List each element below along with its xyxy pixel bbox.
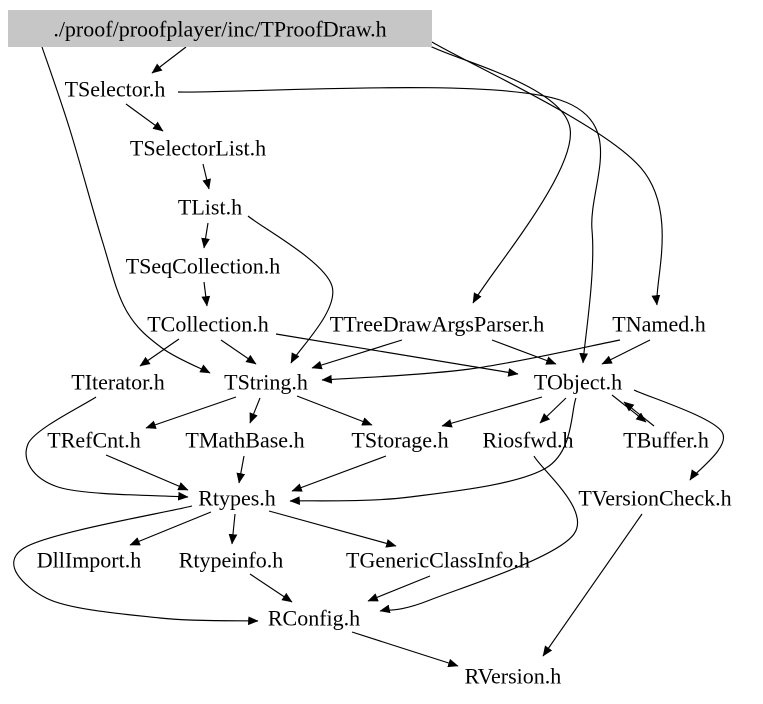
node-trefcnt[interactable]: TRefCnt.h xyxy=(47,428,141,453)
node-label-rversion: RVersion.h xyxy=(465,664,562,689)
node-label-tlist: TList.h xyxy=(178,195,242,220)
edge-tnamed-to-tstring xyxy=(321,339,621,384)
edge-tselectorlist-to-tlist xyxy=(202,163,211,190)
edge-tstring-to-trefcnt xyxy=(145,396,237,429)
edge-tstring-to-tmathbase xyxy=(249,397,261,424)
node-tnamed[interactable]: TNamed.h xyxy=(612,312,705,337)
node-rtypeinfo[interactable]: Rtypeinfo.h xyxy=(179,548,284,573)
edge-rtypes-to-dllimport xyxy=(129,511,212,546)
node-tcollection[interactable]: TCollection.h xyxy=(147,312,269,337)
edge-tobject-to-tstorage xyxy=(441,396,543,428)
edge-tobject-to-tversioncheck xyxy=(633,389,725,481)
edge-tproofdraw-to-tselector xyxy=(151,46,187,74)
node-label-riosfwd: Riosfwd.h xyxy=(482,428,573,453)
node-titerator[interactable]: TIterator.h xyxy=(71,370,164,395)
edge-rconfig-to-rversion xyxy=(351,631,459,668)
edge-tstorage-to-rtypes xyxy=(291,455,387,492)
edge-rtypes-to-rconfig xyxy=(13,505,259,626)
node-tstring[interactable]: TString.h xyxy=(224,370,308,395)
edge-tselector-to-tselectorlist xyxy=(125,103,164,132)
edge-tcollection-to-titerator xyxy=(139,338,180,367)
edge-ttreedrawargsparser-to-tobject xyxy=(491,339,557,365)
edge-tproofdraw-to-tnamed xyxy=(431,41,663,306)
node-label-dllimport: DllImport.h xyxy=(37,548,142,573)
edge-rtypeinfo-to-rconfig xyxy=(249,573,293,603)
node-label-tstring: TString.h xyxy=(224,370,308,395)
edge-tversioncheck-to-rversion xyxy=(542,513,643,657)
edge-titerator-to-rtypes xyxy=(25,396,189,501)
edge-riosfwd-to-rconfig xyxy=(379,455,578,614)
node-label-tbuffer: TBuffer.h xyxy=(623,428,709,453)
edge-tnamed-to-tobject xyxy=(601,339,651,365)
edge-tlist-to-tstring xyxy=(247,215,334,364)
edge-tbuffer-to-tobject xyxy=(623,401,655,427)
node-label-tgenericclassinfo: TGenericClassInfo.h xyxy=(346,548,530,573)
edge-tmathbase-to-rtypes xyxy=(236,455,246,484)
node-riosfwd[interactable]: Riosfwd.h xyxy=(482,428,573,453)
edge-tstring-to-tstorage xyxy=(296,395,373,426)
node-label-titerator: TIterator.h xyxy=(71,370,164,395)
node-tversioncheck[interactable]: TVersionCheck.h xyxy=(578,486,731,511)
node-tmathbase[interactable]: TMathBase.h xyxy=(185,428,304,453)
node-rtypes[interactable]: Rtypes.h xyxy=(198,486,276,511)
node-tlist[interactable]: TList.h xyxy=(178,195,242,220)
node-label-ttreedrawargsparser: TTreeDrawArgsParser.h xyxy=(330,312,544,337)
edge-tlist-to-tseqcollection xyxy=(201,222,210,249)
edge-tseqcollection-to-tcollection xyxy=(201,281,211,307)
node-rversion[interactable]: RVersion.h xyxy=(465,664,562,689)
node-label-tselector: TSelector.h xyxy=(65,77,166,102)
node-dllimport[interactable]: DllImport.h xyxy=(37,548,142,573)
edge-rtypes-to-rtypeinfo xyxy=(228,513,238,545)
node-label-tmathbase: TMathBase.h xyxy=(185,428,304,453)
edge-trefcnt-to-rtypes xyxy=(105,454,189,491)
edge-tproofdraw-to-ttreedrawargsparser xyxy=(427,44,571,304)
node-label-trefcnt: TRefCnt.h xyxy=(47,428,141,453)
node-label-tcollection: TCollection.h xyxy=(147,312,269,337)
node-tproofdraw[interactable]: ./proof/proofplayer/inc/TProofDraw.h xyxy=(8,10,432,47)
node-label-rtypeinfo: Rtypeinfo.h xyxy=(179,548,284,573)
node-label-tselectorlist: TSelectorList.h xyxy=(130,136,266,161)
edge-tobject-to-riosfwd xyxy=(539,397,567,424)
node-tbuffer[interactable]: TBuffer.h xyxy=(623,428,709,453)
edge-ttreedrawargsparser-to-tstring xyxy=(311,339,403,370)
edge-tgenericclassinfo-to-rconfig xyxy=(367,575,431,602)
edge-tobject-to-tbuffer xyxy=(611,394,647,423)
edge-tselector-to-tobject xyxy=(177,87,602,364)
node-tobject[interactable]: TObject.h xyxy=(534,370,622,395)
node-label-rtypes: Rtypes.h xyxy=(198,486,276,511)
node-ttreedrawargsparser[interactable]: TTreeDrawArgsParser.h xyxy=(330,312,544,337)
node-label-tstorage: TStorage.h xyxy=(351,428,448,453)
node-label-tproofdraw: ./proof/proofplayer/inc/TProofDraw.h xyxy=(53,17,386,42)
node-tstorage[interactable]: TStorage.h xyxy=(351,428,448,453)
edge-tcollection-to-tstring xyxy=(220,339,257,365)
edge-tproofdraw-to-tstring xyxy=(41,46,211,374)
node-label-tseqcollection: TSeqCollection.h xyxy=(126,254,281,279)
node-tgenericclassinfo[interactable]: TGenericClassInfo.h xyxy=(346,548,530,573)
root-node-box xyxy=(8,10,432,47)
edge-tobject-to-rtypes xyxy=(289,397,577,506)
edge-rtypes-to-tgenericclassinfo xyxy=(268,510,397,548)
node-rconfig[interactable]: RConfig.h xyxy=(268,606,360,631)
node-tselector[interactable]: TSelector.h xyxy=(65,77,166,102)
node-tselectorlist[interactable]: TSelectorList.h xyxy=(130,136,266,161)
node-label-tnamed: TNamed.h xyxy=(612,312,705,337)
node-label-rconfig: RConfig.h xyxy=(268,606,360,631)
node-label-tobject: TObject.h xyxy=(534,370,622,395)
node-label-tversioncheck: TVersionCheck.h xyxy=(578,486,731,511)
node-tseqcollection[interactable]: TSeqCollection.h xyxy=(126,254,281,279)
